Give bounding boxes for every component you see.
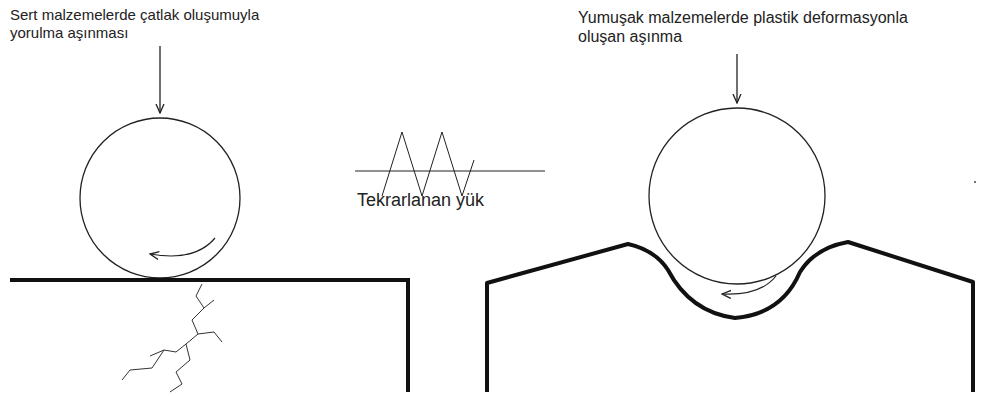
rotation-arrow bbox=[722, 276, 776, 294]
load-arrow bbox=[736, 54, 737, 103]
caption-note: Yumuşak malzemelerde plastik deformasyon… bbox=[578, 8, 948, 46]
load-arrow bbox=[159, 46, 160, 113]
signal-label: Tekrarlanan yük bbox=[357, 190, 557, 212]
soft-surface bbox=[487, 242, 973, 392]
ball bbox=[649, 108, 825, 284]
hard-surface bbox=[10, 280, 408, 392]
rotation-arrow bbox=[150, 238, 215, 256]
load-signal bbox=[382, 132, 474, 196]
crack bbox=[170, 344, 190, 392]
crack bbox=[198, 332, 222, 342]
caption-note: Sert malzemelerde çatlak oluşumuyla yoru… bbox=[10, 6, 295, 42]
ball bbox=[80, 118, 240, 278]
crack bbox=[122, 350, 164, 380]
baseline bbox=[355, 171, 545, 172]
crack bbox=[150, 284, 204, 356]
dot bbox=[974, 181, 976, 183]
crack bbox=[204, 300, 214, 308]
